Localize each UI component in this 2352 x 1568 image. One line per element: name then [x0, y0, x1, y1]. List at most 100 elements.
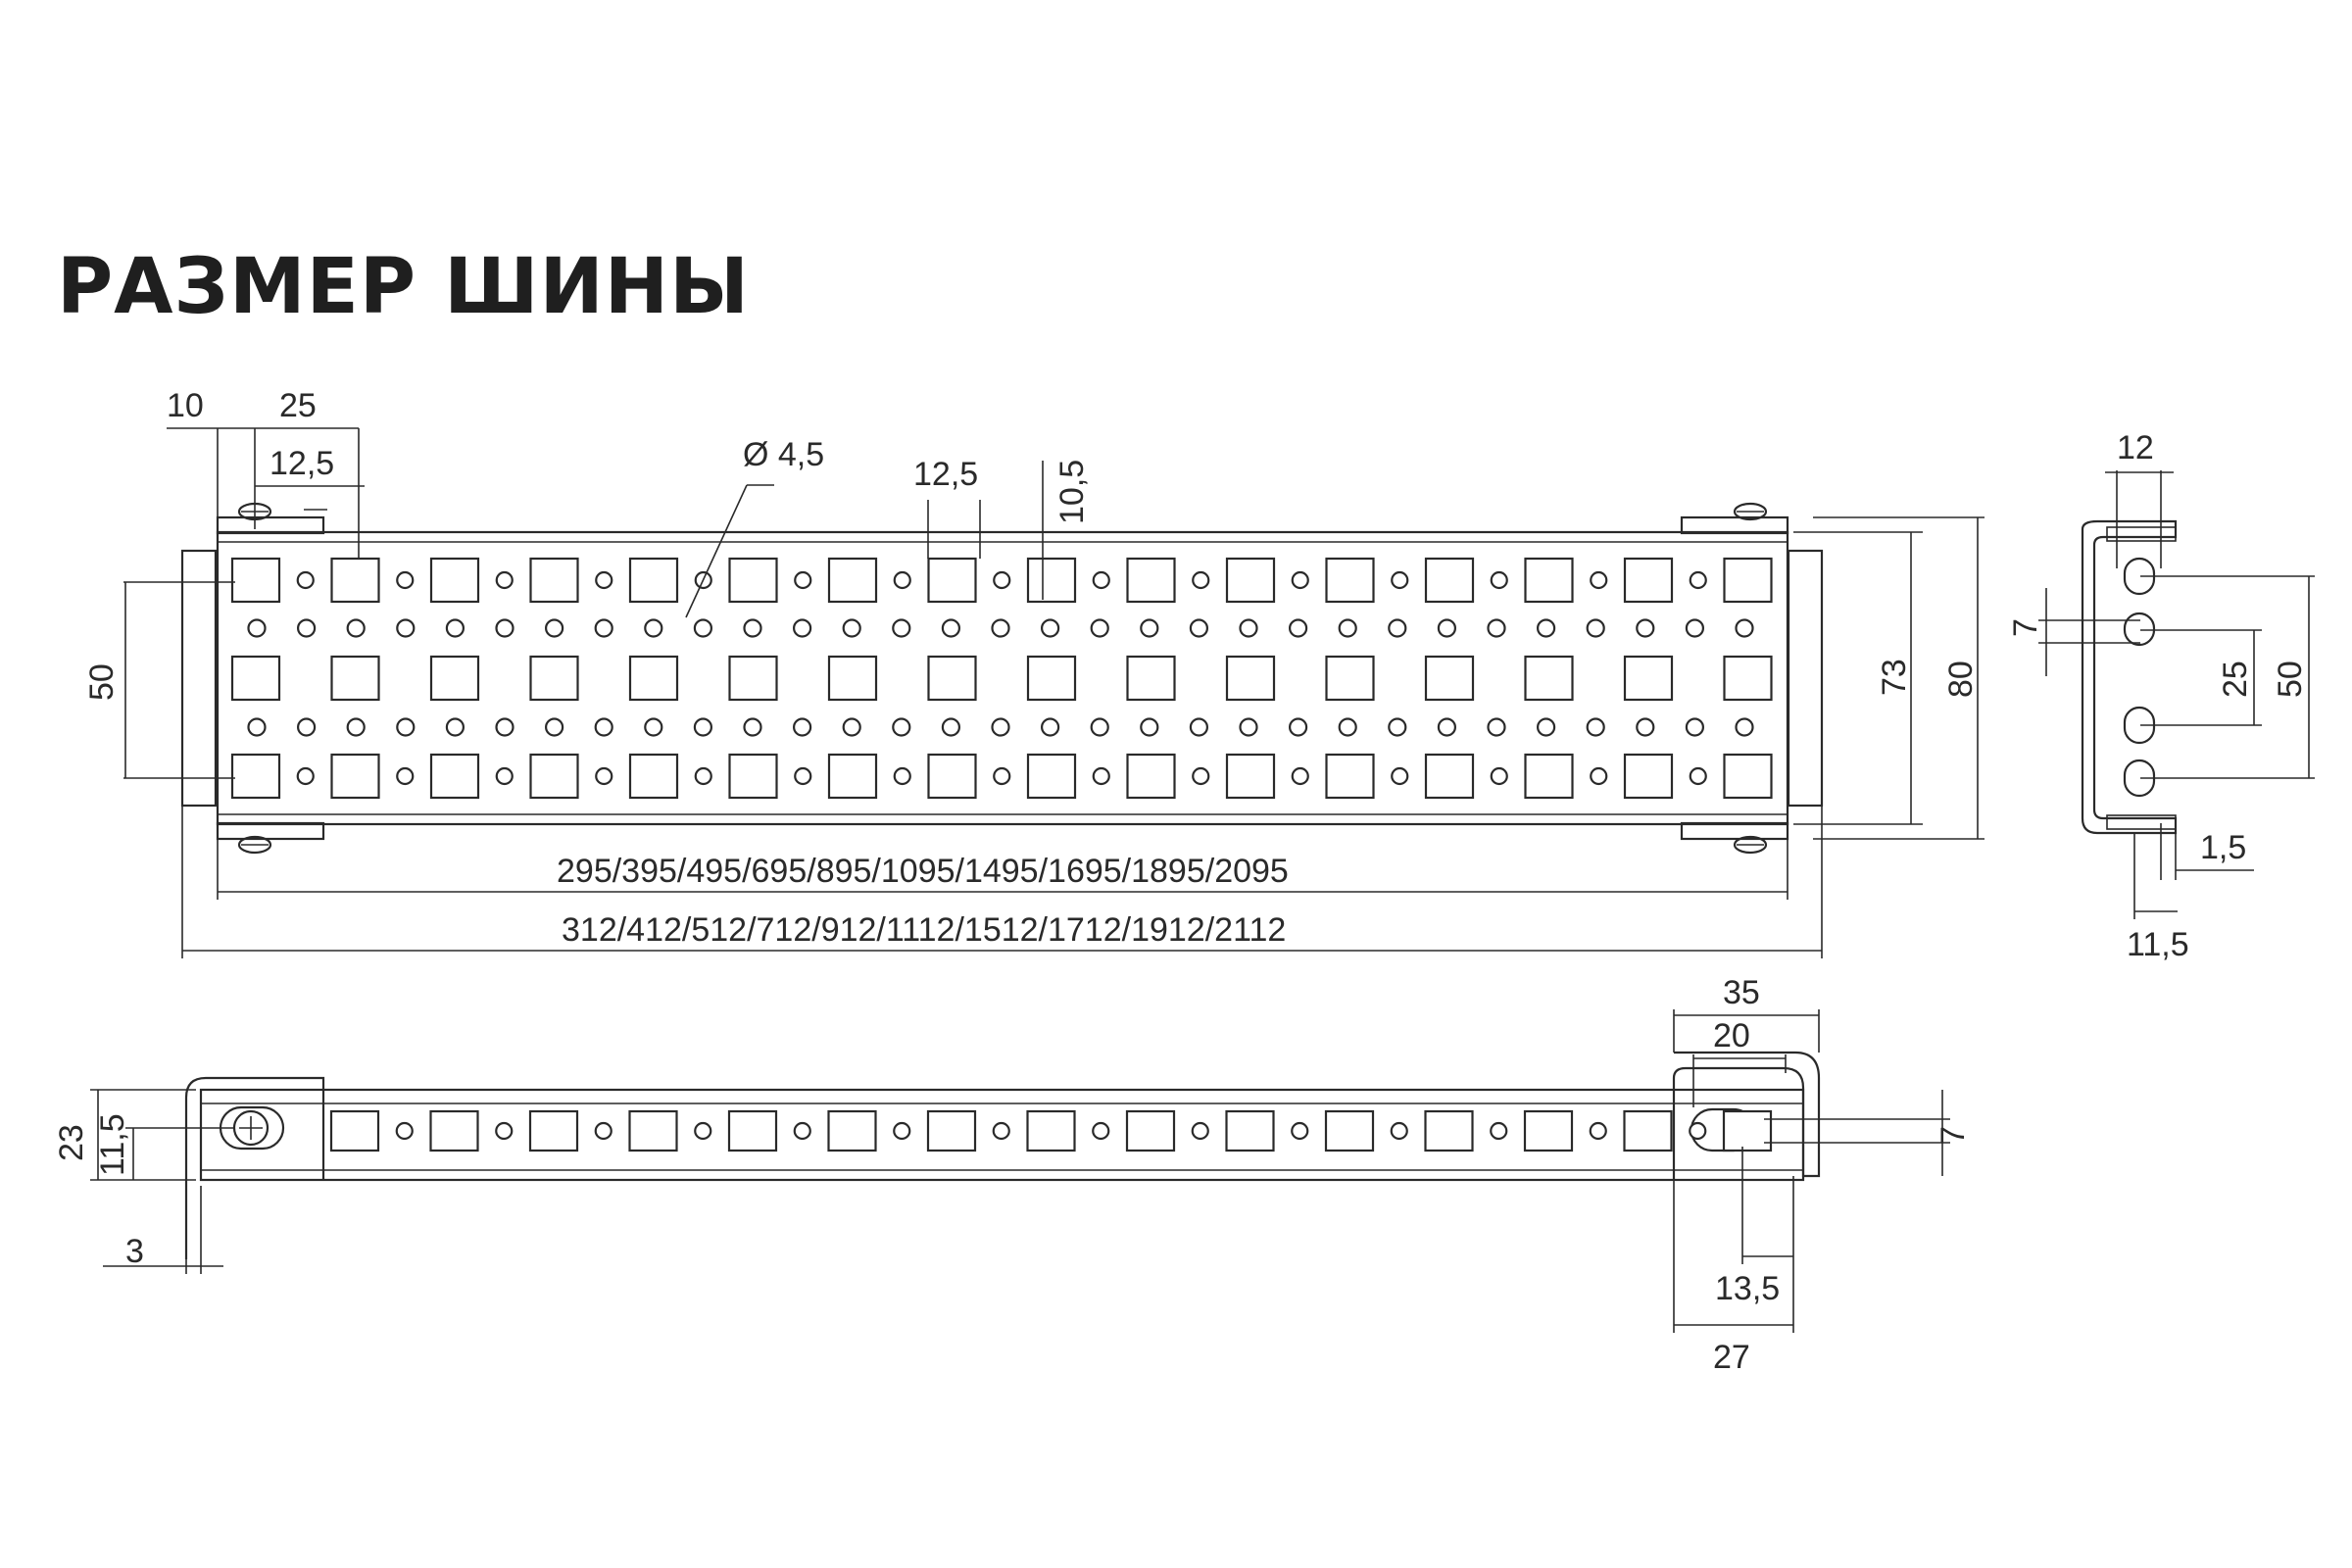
round-hole	[594, 717, 613, 737]
bottom-square-hole	[926, 1109, 977, 1152]
bottom-hole-row	[329, 1109, 1773, 1152]
square-hole	[1723, 753, 1773, 800]
round-hole	[892, 618, 911, 638]
round-hole	[396, 717, 416, 737]
square-hole	[728, 753, 778, 800]
round-hole	[1437, 717, 1457, 737]
round-hole	[396, 570, 415, 590]
round-hole	[247, 618, 267, 638]
round-hole	[1689, 766, 1707, 786]
round-hole	[1288, 618, 1308, 638]
bottom-round-hole	[1191, 1121, 1209, 1141]
square-hole	[1026, 655, 1077, 702]
bottom-round-hole	[395, 1121, 414, 1141]
round-hole	[993, 766, 1011, 786]
bottom-round-hole	[992, 1121, 1010, 1141]
square-hole	[728, 655, 778, 702]
square-hole	[1424, 753, 1475, 800]
square-hole	[330, 557, 380, 604]
round-hole	[1735, 717, 1754, 737]
square-hole	[1126, 753, 1176, 800]
square-hole	[628, 557, 679, 604]
dim-length-outer: 312/412/512/712/912/1112/1512/1712/1912/…	[562, 911, 1286, 949]
side-bottom-tab	[2106, 814, 2177, 830]
square-hole	[429, 655, 480, 702]
bottom-square-hole	[628, 1109, 678, 1152]
bottom-dim-23: 23	[53, 1124, 90, 1161]
round-hole	[1040, 618, 1060, 638]
round-hole	[544, 618, 564, 638]
square-hole	[927, 655, 977, 702]
square-hole	[1225, 557, 1276, 604]
side-dim-50: 50	[2272, 661, 2309, 698]
bottom-dim-20: 20	[1713, 1017, 1750, 1054]
round-hole	[1487, 717, 1506, 737]
square-hole	[1524, 557, 1574, 604]
bottom-round-hole	[1092, 1121, 1110, 1141]
square-hole	[628, 753, 679, 800]
round-hole	[1291, 766, 1309, 786]
side-top-tab	[2106, 526, 2177, 542]
square-hole	[330, 655, 380, 702]
round-hole	[1391, 570, 1409, 590]
square-hole	[1424, 655, 1475, 702]
square-hole	[1723, 557, 1773, 604]
dim-hole-diameter: Ø 4,5	[743, 436, 824, 473]
bottom-round-hole	[1390, 1121, 1408, 1141]
round-hole	[743, 717, 762, 737]
round-hole	[346, 618, 366, 638]
bottom-dim-11-5: 11,5	[94, 1113, 131, 1176]
round-hole	[595, 766, 613, 786]
round-hole	[1092, 570, 1110, 590]
bottom-round-hole	[793, 1121, 811, 1141]
bottom-square-hole	[1026, 1109, 1076, 1152]
round-hole	[941, 717, 961, 737]
dim-12-5-mid: 12,5	[913, 456, 978, 493]
round-hole	[1140, 618, 1159, 638]
round-hole	[495, 618, 514, 638]
square-hole	[1723, 655, 1773, 702]
left-end-bracket	[180, 549, 218, 808]
dim-10: 10	[167, 387, 204, 424]
bottom-square-hole	[827, 1109, 877, 1152]
round-hole	[297, 717, 317, 737]
busbar-front-view	[180, 502, 1824, 855]
screw-head-bottom-left	[237, 835, 272, 855]
bottom-left-bracket	[184, 1076, 325, 1259]
bottom-square-hole	[528, 1109, 579, 1152]
square-hole	[1623, 655, 1674, 702]
round-hole	[1192, 766, 1210, 786]
bottom-square-hole	[1324, 1109, 1375, 1152]
round-hole	[1239, 717, 1258, 737]
round-hole	[1288, 717, 1308, 737]
bottom-round-hole	[495, 1121, 514, 1141]
round-hole	[1536, 618, 1556, 638]
side-slot-2	[2123, 612, 2156, 647]
bottom-round-hole	[1291, 1121, 1309, 1141]
round-hole	[1636, 717, 1655, 737]
square-hole	[1126, 557, 1176, 604]
round-hole	[693, 618, 713, 638]
round-hole	[445, 618, 465, 638]
round-hole	[941, 618, 961, 638]
round-hole	[644, 717, 663, 737]
dim-50-left: 50	[83, 663, 121, 701]
round-hole	[1685, 717, 1705, 737]
round-hole	[892, 717, 911, 737]
bottom-square-hole	[1623, 1109, 1673, 1152]
bottom-square-hole	[1523, 1109, 1574, 1152]
round-hole	[594, 618, 613, 638]
square-hole	[1225, 655, 1276, 702]
bottom-square-hole	[1722, 1109, 1773, 1152]
dim-80: 80	[1942, 661, 1980, 698]
square-hole	[529, 655, 579, 702]
square-hole	[1623, 557, 1674, 604]
square-hole	[330, 753, 380, 800]
side-dim-1-5: 1,5	[2200, 829, 2246, 866]
round-hole	[1338, 618, 1357, 638]
round-hole	[1090, 717, 1109, 737]
side-dim-12: 12	[2117, 429, 2154, 466]
square-hole	[1524, 753, 1574, 800]
round-hole	[1338, 717, 1357, 737]
square-hole	[927, 557, 977, 604]
